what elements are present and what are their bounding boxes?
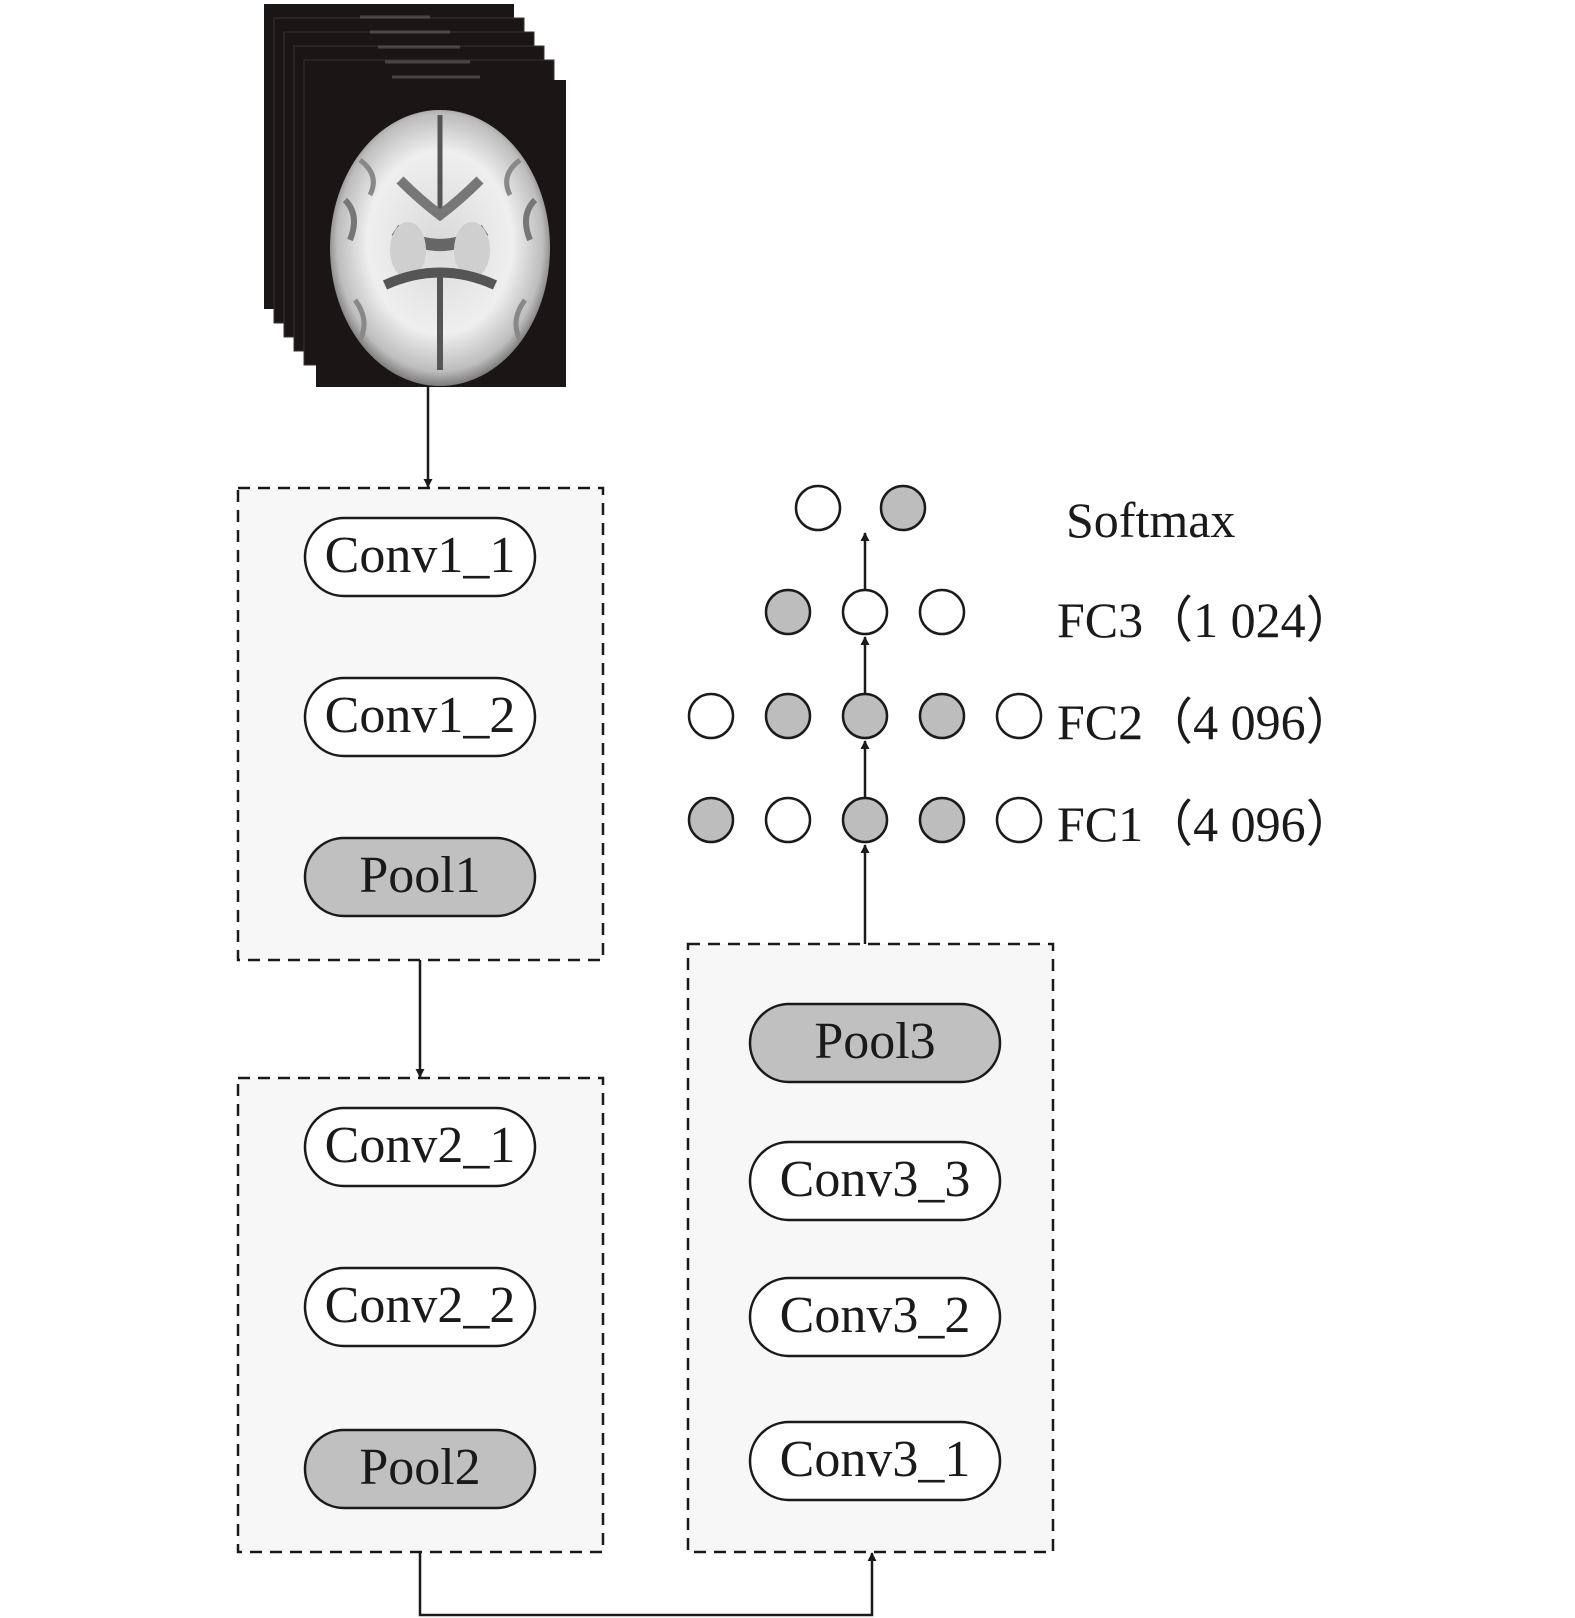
fc3-neuron bbox=[841, 588, 889, 636]
input-mri-stack bbox=[264, 4, 566, 387]
pool2-node bbox=[303, 1428, 537, 1510]
conv1-2-label: Conv1_2 bbox=[325, 687, 516, 744]
fc1-neuron bbox=[841, 796, 889, 844]
fc-layer-nodes bbox=[687, 484, 1043, 844]
fc3-neuron bbox=[764, 588, 812, 636]
conv-block-2: Conv2_1 Conv2_2 Pool2 bbox=[236, 1076, 605, 1554]
conv1-1-node bbox=[303, 516, 537, 598]
conv3-1-node bbox=[748, 1420, 1002, 1502]
fc2-neuron bbox=[764, 692, 812, 740]
slice-top-lines bbox=[360, 15, 480, 79]
fc1-neuron bbox=[764, 796, 812, 844]
conv2-1-label: Conv2_1 bbox=[325, 1117, 516, 1174]
fc1-neuron bbox=[918, 796, 966, 844]
pool1-node bbox=[303, 836, 537, 918]
fc3-neuron bbox=[918, 588, 966, 636]
softmax-label: Softmax bbox=[1066, 492, 1235, 548]
conv3-3-label: Conv3_3 bbox=[780, 1151, 971, 1208]
fc2-neuron bbox=[995, 692, 1043, 740]
conv3-2-label: Conv3_2 bbox=[780, 1287, 971, 1344]
fc1-neuron bbox=[995, 796, 1043, 844]
conv-block-3: Pool3 Conv3_3 Conv3_2 Conv3_1 bbox=[686, 942, 1055, 1554]
brain-icon bbox=[330, 110, 550, 386]
pool3-label: Pool3 bbox=[814, 1013, 935, 1070]
pool2-label: Pool2 bbox=[359, 1439, 480, 1496]
fc1-neuron bbox=[687, 796, 735, 844]
softmax-neuron bbox=[879, 484, 927, 532]
pool3-node bbox=[748, 1002, 1002, 1084]
softmax-neuron bbox=[794, 484, 842, 532]
conv1-1-label: Conv1_1 bbox=[325, 527, 516, 584]
conv3-3-node bbox=[748, 1140, 1002, 1222]
fc2-neuron bbox=[918, 692, 966, 740]
fc3-label: FC3（1 024） bbox=[1057, 592, 1356, 648]
conv2-2-label: Conv2_2 bbox=[325, 1277, 516, 1334]
conv2-1-node bbox=[303, 1106, 537, 1188]
conv3-2-node bbox=[748, 1276, 1002, 1358]
fc1-label: FC1（4 096） bbox=[1057, 796, 1356, 852]
arrow-block2-to-block3 bbox=[418, 1552, 877, 1617]
conv2-2-node bbox=[303, 1266, 537, 1348]
fc2-neuron bbox=[687, 692, 735, 740]
pool1-label: Pool1 bbox=[359, 847, 480, 904]
conv-block-1: Conv1_1 Conv1_2 Pool1 bbox=[236, 486, 605, 962]
conv1-2-node bbox=[303, 676, 537, 758]
fc2-label: FC2（4 096） bbox=[1057, 694, 1356, 750]
fc2-neuron bbox=[841, 692, 889, 740]
conv3-1-label: Conv3_1 bbox=[780, 1431, 971, 1488]
